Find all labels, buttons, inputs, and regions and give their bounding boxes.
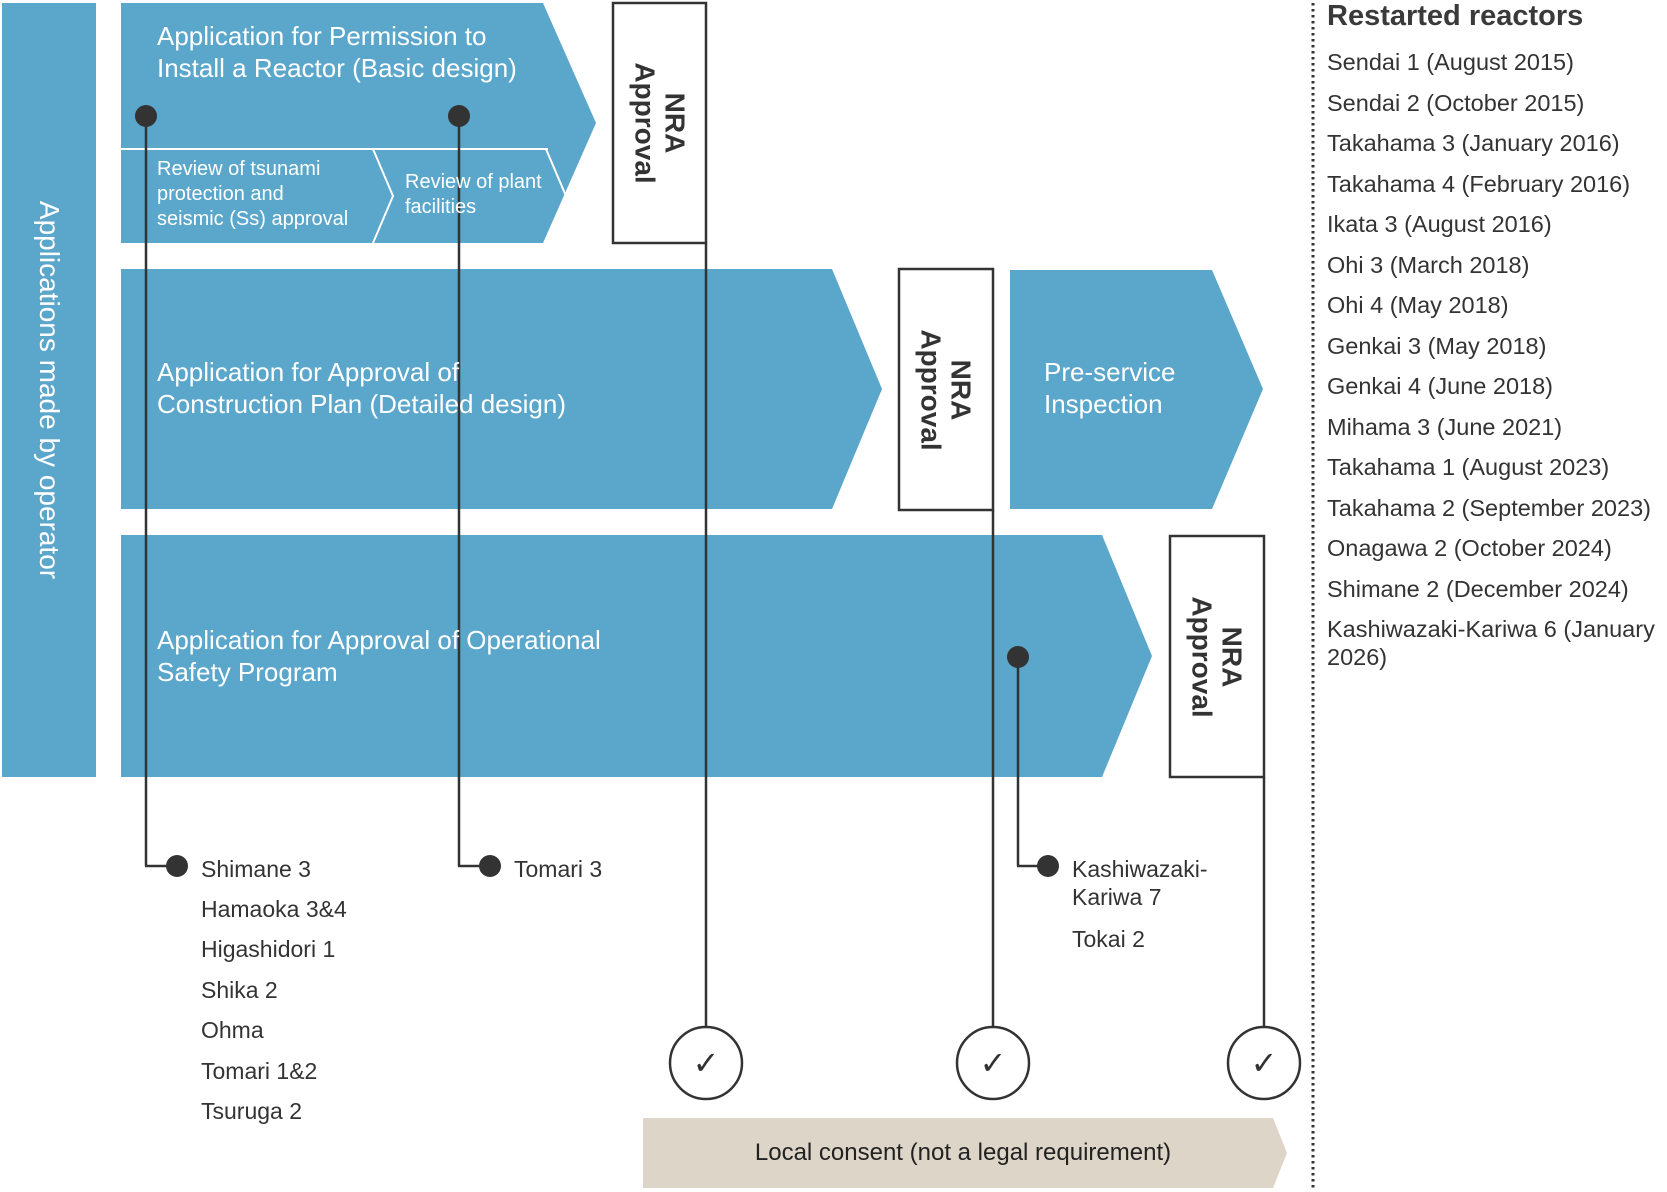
stage-preservice-arrow: [1010, 270, 1263, 509]
label-line: Application for Approval of: [157, 357, 460, 387]
construction-plan-label: Application for Approval of Construction…: [157, 356, 566, 420]
install-permission-label: Application for Permission to Install a …: [157, 20, 517, 84]
stage-install-permission-arrow: [121, 3, 596, 243]
restarted-item: Shimane 2 (December 2024): [1327, 575, 1629, 602]
label-line: Install a Reactor (Basic design): [157, 53, 517, 83]
label-line: Safety Program: [157, 657, 338, 687]
local-consent-label: Local consent (not a legal requirement): [754, 1139, 1172, 1166]
nra-approval-label-1: NRA Approval: [613, 3, 706, 243]
label-line: Review of tsunami: [157, 158, 321, 180]
label-line: protection and: [157, 183, 284, 205]
restarted-item: Takahama 3 (January 2016): [1327, 130, 1620, 156]
plant-item: Tomari 3: [514, 856, 603, 882]
plant-item: Shimane 3: [201, 856, 311, 882]
nra-approval-text: NRA Approval: [916, 328, 978, 451]
operator-bar: [2, 3, 96, 777]
plant-dot-operational: [1037, 855, 1059, 877]
milestone-dot-tsunami: [135, 105, 157, 127]
operator-label: Applications made by operator: [2, 3, 96, 777]
plant-item: Hamaoka 3&4: [201, 896, 347, 922]
nra-approval-text: NRA Approval: [1187, 595, 1249, 718]
restarted-item: Takahama 1 (August 2023): [1327, 454, 1610, 480]
restarted-title: Restarted reactors: [1327, 0, 1584, 32]
label-line: seismic (Ss) approval: [157, 208, 349, 230]
plant-dot-tsunami: [166, 855, 188, 877]
restarted-item: Onagawa 2 (October 2024): [1327, 535, 1612, 561]
restarted-item: Ikata 3 (August 2016): [1327, 211, 1552, 237]
restarted-item: Takahama 2 (September 2023): [1327, 494, 1651, 521]
plant-dot-plant: [479, 855, 501, 877]
restarted-item: Ohi 4 (May 2018): [1327, 292, 1509, 318]
operator-label-text: Applications made by operator: [34, 200, 65, 580]
check-circle-1: [668, 1025, 744, 1101]
restarted-list: Sendai 1 (August 2015) Sendai 2 (October…: [1327, 48, 1657, 684]
plant-item: Tomari 1&2: [201, 1058, 318, 1084]
label-line: facilities: [405, 196, 477, 218]
checkmark-icon: ✓: [980, 1044, 1007, 1082]
plant-item: Higashidori 1: [201, 936, 336, 962]
restarted-item: Takahama 4 (February 2016): [1327, 170, 1631, 197]
plant-item: Shika 2: [201, 977, 278, 1003]
label-line: Application for Permission to: [157, 21, 487, 51]
checkmark-icon: ✓: [693, 1044, 720, 1082]
nra-approval-box-1: [611, 1, 708, 245]
restarted-item: Sendai 2 (October 2015): [1327, 89, 1585, 116]
plant-item: Tsuruga 2: [201, 1098, 303, 1124]
label-line: Application for Approval of Operational: [157, 625, 601, 655]
plant-item: Kashiwazaki- Kariwa 7: [1072, 856, 1208, 910]
label-line: Inspection: [1044, 389, 1163, 419]
label-line: Pre-service: [1044, 357, 1176, 387]
substep-chevron-2: [545, 148, 568, 221]
restarted-item: Genkai 4 (June 2018): [1327, 373, 1554, 399]
nra-approval-label-2: NRA Approval: [899, 269, 993, 510]
nra-approval-text: NRA Approval: [629, 62, 691, 184]
substep-tsunami-label: Review of tsunami protection and seismic…: [157, 157, 348, 232]
operational-safety-label: Application for Approval of Operational …: [157, 624, 601, 688]
check-circle-3: [1226, 1025, 1302, 1101]
restarted-item: Kashiwazaki-Kariwa 6 (January 2026): [1327, 616, 1655, 670]
restarted-item: Genkai 3 (May 2018): [1327, 332, 1547, 359]
local-consent-arrow: [643, 1118, 1287, 1188]
nra-approval-box-3: [1168, 534, 1266, 779]
restarted-item: Mihama 3 (June 2021): [1327, 413, 1563, 440]
plant-item: Ohma: [201, 1017, 264, 1043]
checkmark-icon: ✓: [1251, 1044, 1278, 1082]
restarted-item: Sendai 1 (August 2015): [1327, 49, 1574, 75]
nra-approval-label-3: NRA Approval: [1170, 536, 1264, 777]
label-line: Review of plant: [405, 171, 542, 193]
preservice-label: Pre-service Inspection: [1044, 356, 1175, 420]
plant-item: Tokai 2: [1072, 926, 1145, 952]
milestone-dot-plant: [448, 105, 470, 127]
milestone-dot-operational: [1007, 646, 1029, 668]
substep-plant-label: Review of plant facilities: [405, 170, 542, 220]
stage-construction-plan-arrow: [121, 269, 882, 509]
restarted-item: Ohi 3 (March 2018): [1327, 251, 1530, 278]
check-circle-2: [955, 1025, 1031, 1101]
label-line: Construction Plan (Detailed design): [157, 389, 566, 419]
stage-operational-safety-arrow: [121, 535, 1152, 777]
substep-chevron-1: [372, 148, 395, 244]
nra-approval-box-2: [897, 267, 995, 512]
